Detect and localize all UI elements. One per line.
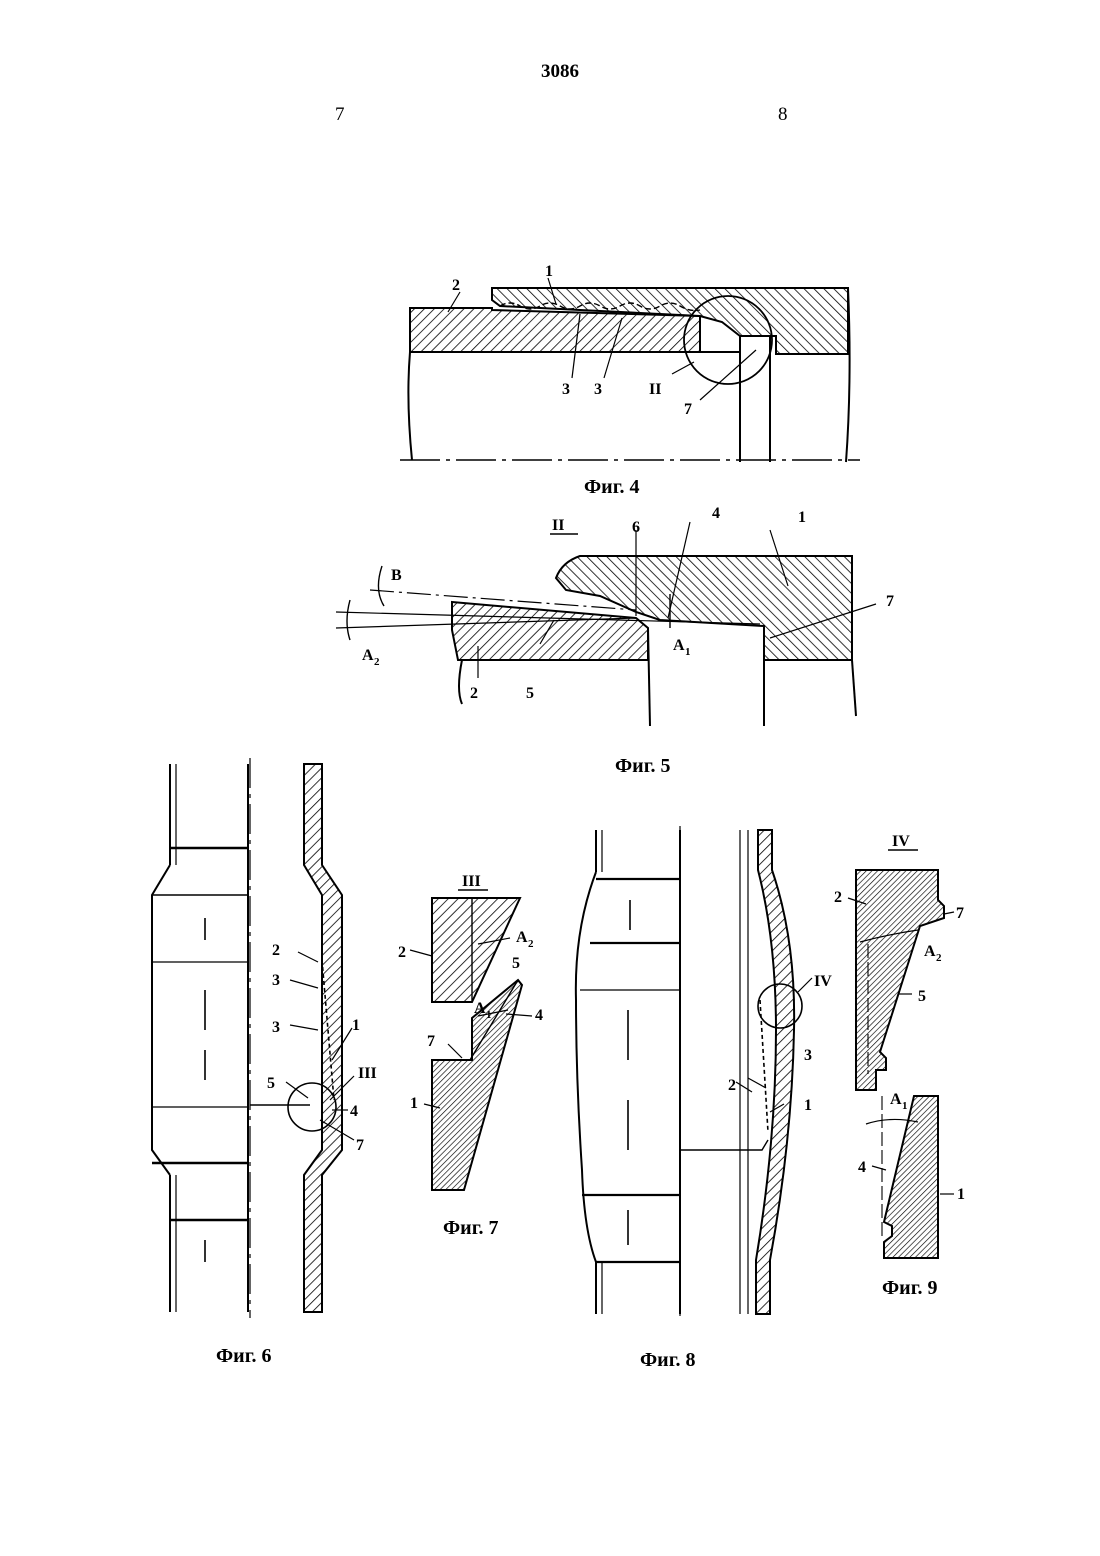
figure-6	[152, 758, 354, 1318]
fig5-label-7: 7	[886, 593, 894, 610]
fig7-label-1: 1	[410, 1095, 418, 1112]
fig9-label-4: 4	[858, 1159, 866, 1176]
figure-8	[576, 826, 812, 1318]
fig7-view-label: III	[462, 873, 481, 890]
fig7-label-5: 5	[512, 955, 520, 972]
fig6-label-5: 5	[267, 1075, 275, 1092]
figure-5	[336, 522, 876, 726]
fig8-label-3: 3	[804, 1047, 812, 1064]
fig4-label-1: 1	[545, 263, 553, 280]
fig6-label-1: 1	[352, 1017, 360, 1034]
fig7-label-A1: A	[474, 1000, 486, 1017]
fig7-label-2: 2	[398, 944, 406, 961]
fig5-label-A1: A	[673, 637, 685, 654]
figure-9	[848, 870, 954, 1258]
fig5-label-5: 5	[526, 685, 534, 702]
fig8-label-2: 2	[728, 1077, 736, 1094]
fig9-label-1: 1	[957, 1186, 965, 1203]
fig9-label-A2: A	[924, 943, 936, 960]
fig6-label-2: 2	[272, 942, 280, 959]
fig5-pipe-2	[452, 602, 648, 660]
fig5-view-label: II	[552, 517, 564, 534]
fig4-label-2: 2	[452, 277, 460, 294]
fig4-label-7: 7	[684, 401, 692, 418]
fig6-label-3a: 3	[272, 972, 280, 989]
fig9-label-2: 2	[834, 889, 842, 906]
fig5-label-A1-sub: 1	[685, 646, 691, 658]
fig5-label-6: 6	[632, 519, 640, 536]
fig9-part-2	[856, 870, 944, 1090]
fig5-label-A2: A	[362, 647, 374, 664]
fig9-label-7: 7	[956, 905, 964, 922]
fig9-label-A1: A	[890, 1091, 902, 1108]
fig5-label-4: 4	[712, 505, 720, 522]
fig8-pipe-wall	[756, 830, 794, 1314]
fig6-label-7: 7	[356, 1137, 364, 1154]
fig4-label-3b: 3	[594, 381, 602, 398]
fig6-label-3b: 3	[272, 1019, 280, 1036]
fig7-part-2	[432, 898, 520, 1002]
fig8-thread	[760, 1000, 768, 1132]
fig5-label-A2-sub: 2	[374, 656, 380, 668]
fig8-label-IV: IV	[814, 973, 832, 990]
fig9-label-A1-sub: 1	[902, 1100, 908, 1112]
fig6-label-III: III	[358, 1065, 377, 1082]
fig5-label-2: 2	[470, 685, 478, 702]
fig9-label-5: 5	[918, 988, 926, 1005]
fig7-label-A2: A	[516, 929, 528, 946]
fig6-pipe-wall	[304, 764, 342, 1312]
fig5-label-1: 1	[798, 509, 806, 526]
fig8-label-1: 1	[804, 1097, 812, 1114]
figure-4	[400, 278, 860, 462]
fig7-label-A2-sub: 2	[528, 938, 534, 950]
fig4-label-II: II	[649, 381, 661, 398]
fig7-label-A1-sub: 1	[486, 1009, 492, 1021]
fig6-label-4: 4	[350, 1103, 358, 1120]
fig4-label-3a: 3	[562, 381, 570, 398]
fig9-label-A2-sub: 2	[936, 952, 942, 964]
fig7-label-4: 4	[535, 1007, 543, 1024]
fig5-label-B: B	[391, 567, 402, 584]
fig7-label-7: 7	[427, 1033, 435, 1050]
fig9-view-label: IV	[892, 833, 910, 850]
